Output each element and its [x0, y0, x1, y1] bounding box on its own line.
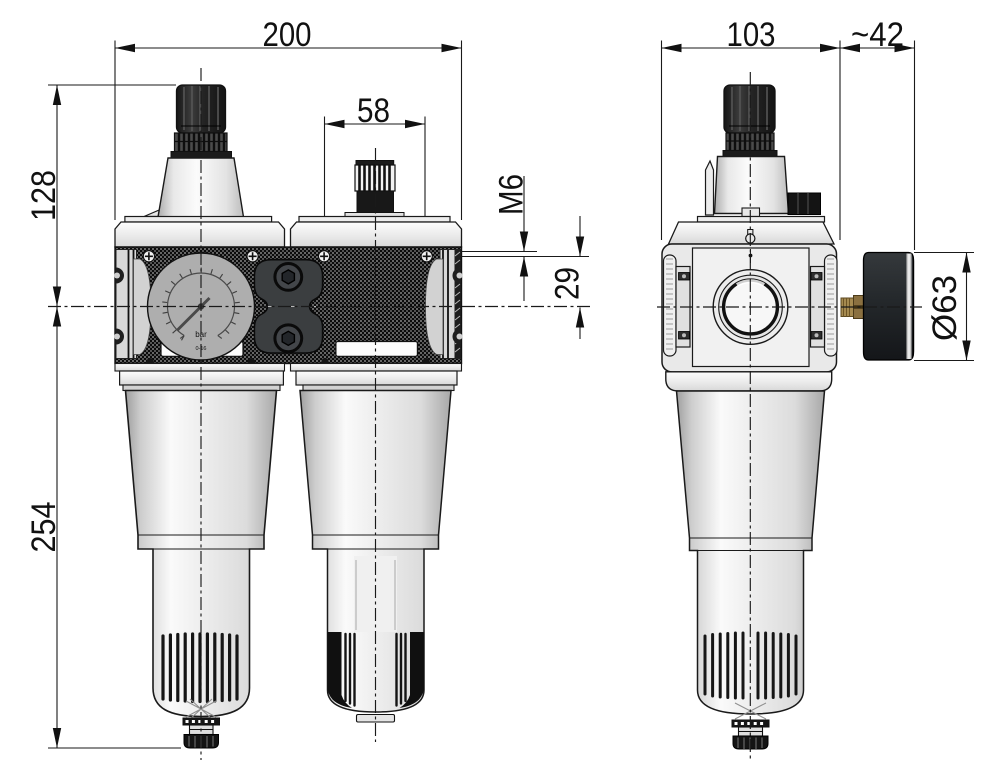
- svg-text:Ø63: Ø63: [926, 275, 964, 341]
- svg-text:200: 200: [263, 16, 312, 54]
- svg-text:58: 58: [357, 92, 390, 130]
- svg-text:254: 254: [25, 502, 63, 553]
- svg-text:bar: bar: [195, 330, 207, 339]
- svg-text:M6: M6: [493, 174, 531, 215]
- svg-text:103: 103: [727, 16, 776, 54]
- svg-text:~42: ~42: [851, 16, 904, 54]
- svg-text:29: 29: [549, 267, 587, 300]
- svg-text:128: 128: [25, 170, 63, 221]
